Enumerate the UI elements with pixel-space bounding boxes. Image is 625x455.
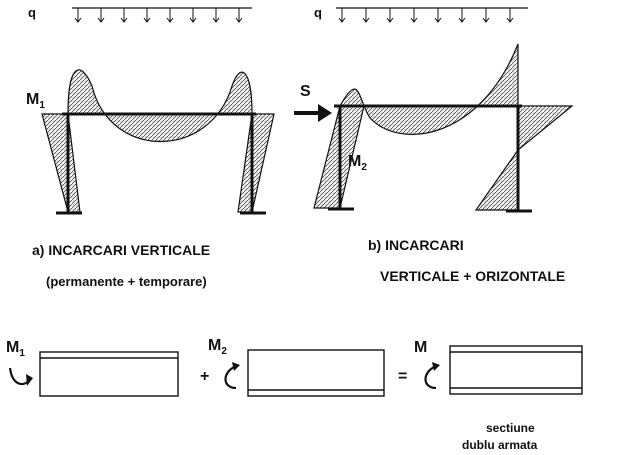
right-moment-diagram — [313, 43, 574, 211]
right-frame-structure — [328, 104, 532, 213]
right-load-label: q — [314, 5, 322, 20]
section-result-label: M — [414, 339, 427, 356]
left-moment-label: M1 — [26, 91, 45, 111]
section-result-moment-arrow-icon — [424, 364, 437, 390]
section-result: M — [414, 339, 583, 395]
left-frame-structure — [56, 112, 266, 215]
right-distributed-load: q — [314, 5, 528, 23]
right-frame: q S — [294, 5, 574, 284]
section-note-line2: dublu armata — [462, 438, 538, 452]
section-second-beam — [247, 349, 385, 397]
section-first: M1 — [6, 339, 179, 397]
section-first-label: M1 — [6, 339, 25, 359]
left-caption-line1: a) INCARCARI VERTICALE — [32, 242, 210, 258]
section-second-moment-arrow-icon — [224, 364, 237, 390]
section-note-line1: sectiune — [486, 421, 535, 435]
equals-sign: = — [398, 368, 407, 385]
right-caption-line2: VERTICALE + ORIZONTALE — [380, 268, 565, 284]
section-second: M2 — [208, 337, 385, 397]
left-moment-diagram — [41, 69, 275, 213]
section-second-label: M2 — [208, 337, 227, 357]
left-caption-line2: (permanente + temporare) — [46, 274, 207, 289]
force-label: S — [300, 83, 311, 100]
left-distributed-load: q — [28, 5, 252, 23]
section-result-beam — [449, 345, 583, 395]
left-frame: q — [26, 5, 275, 289]
plus-sign: + — [200, 368, 209, 385]
left-load-label: q — [28, 5, 36, 20]
horizontal-force-arrow: S — [294, 83, 332, 122]
right-moment-label: M2 — [348, 153, 367, 173]
right-caption-line1: b) INCARCARI — [368, 237, 464, 253]
section-first-beam — [39, 351, 179, 397]
